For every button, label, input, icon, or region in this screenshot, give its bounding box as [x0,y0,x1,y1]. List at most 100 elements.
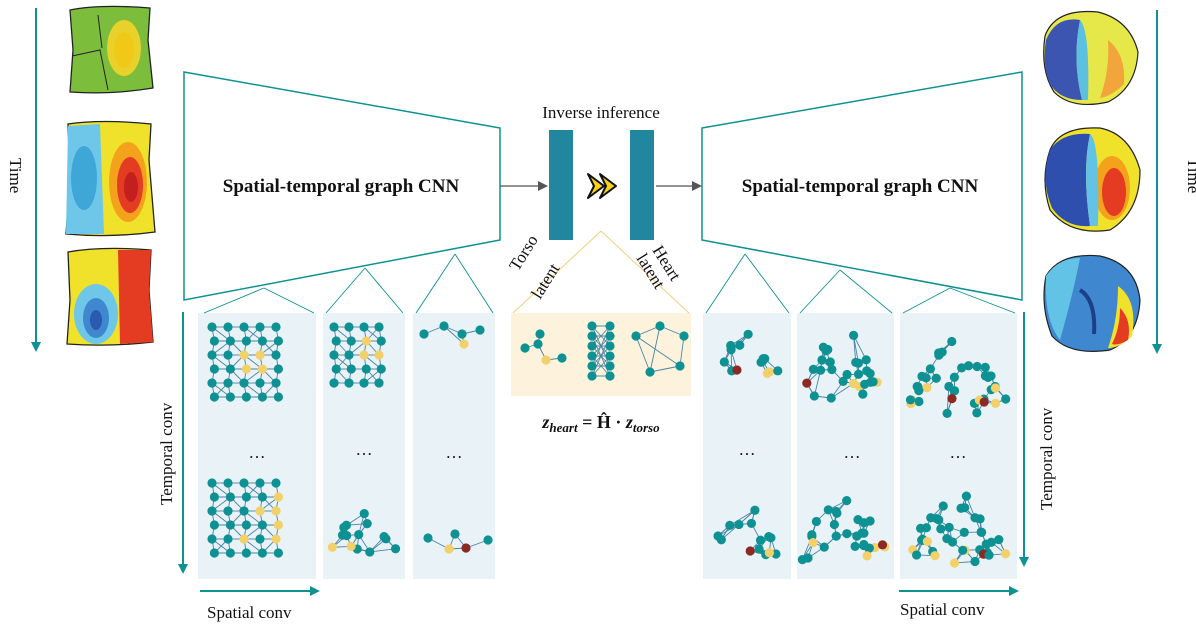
graph-node [944,522,954,532]
graph-node [535,329,545,339]
graph-node [827,364,837,375]
graph-node [859,518,869,528]
decoder-graph-3-bottom [908,491,1011,568]
graph-node [829,519,839,530]
decoder-panel-3 [900,313,1017,579]
graph-node [207,322,217,332]
graph-node [331,336,341,346]
graph-node [797,554,807,565]
latent-mapping-graph [587,321,615,381]
graph-node [949,386,960,396]
graph-node [346,541,356,552]
graph-node [858,389,868,399]
graph-node [273,520,283,530]
graph-node [239,350,249,360]
decoder-graph-2-bottom [797,496,890,565]
graph-node [972,361,982,372]
graph-node [631,331,641,341]
graph-node [808,538,818,548]
graph-node [344,322,354,332]
ellipsis-4: … [739,440,756,459]
graph-node [419,329,429,339]
graph-node [986,537,996,547]
graph-node [825,357,835,367]
graph-node [439,321,449,331]
graph-node [223,322,233,332]
graph-node [329,350,339,360]
graph-node [255,534,265,544]
graph-node [223,534,233,544]
graph-node [831,531,841,541]
graph-node [746,518,757,529]
graph-node [925,364,935,374]
graph-node [1001,394,1011,404]
graph-node [990,383,1001,393]
latent-funnel-right [600,230,691,315]
graph-node [223,478,233,488]
graph-node [225,520,235,530]
graph-node [764,531,774,542]
graph-node [970,513,980,523]
graph-node [842,496,852,506]
graph-node [815,365,826,375]
graph-node [374,378,384,388]
graph-node [860,379,870,389]
graph-node [912,550,922,560]
graph-node [819,542,829,552]
ellipsis-3: … [446,443,463,462]
graph-node [381,534,391,544]
graph-node [225,336,235,346]
graph-node [972,408,982,418]
graph-node [764,548,774,558]
graph-node [359,322,369,332]
graph-node [802,378,812,388]
torso-map-3 [66,247,154,346]
graph-node [947,336,957,347]
temporal-conv-label-left: Temporal conv [157,402,176,505]
graph-node [337,530,348,540]
torso-latent-label-1: Torso [505,231,542,274]
graph-node [990,398,1001,408]
inverse-inference-label: Inverse inference [542,103,660,122]
fast-forward-icon [587,173,617,199]
heart-map-3 [1043,254,1141,352]
graph-node [848,378,859,389]
graph-node [587,341,597,351]
graph-node [773,366,783,376]
torso-map-1 [69,5,154,94]
graph-node [209,520,219,530]
graph-node [207,478,217,488]
graph-node [209,364,219,374]
heart-latent-graph [631,321,689,377]
graph-node [949,558,960,568]
graph-node [255,350,265,360]
torso-latent-label-2: latent [527,260,563,302]
graph-node [255,322,265,332]
ellipsis-2: … [356,440,373,459]
graph-node [735,340,745,350]
graph-node [520,343,530,353]
graph-node [675,361,685,371]
graph-node [958,545,968,555]
graph-node [374,322,384,332]
graph-node [762,368,772,379]
graph-node [960,503,970,513]
graph-node [587,351,597,361]
graph-node [826,393,836,403]
encoder-graph-2-top [329,322,386,388]
graph-node [756,357,766,367]
graph-node [853,369,864,379]
latent-funnel-left [511,230,602,315]
graph-node [914,386,924,396]
graph-node [207,534,217,544]
encoder-label: Spatial-temporal graph CNN [223,176,460,197]
heart-latent-bar [630,130,654,240]
graph-node [257,364,267,374]
graph-node [942,533,952,544]
decoder-graph-1-bottom [713,505,781,560]
graph-node [239,322,249,332]
graph-node [850,541,860,551]
graph-node [605,321,615,331]
graph-node [257,520,267,530]
graph-node [979,397,989,407]
